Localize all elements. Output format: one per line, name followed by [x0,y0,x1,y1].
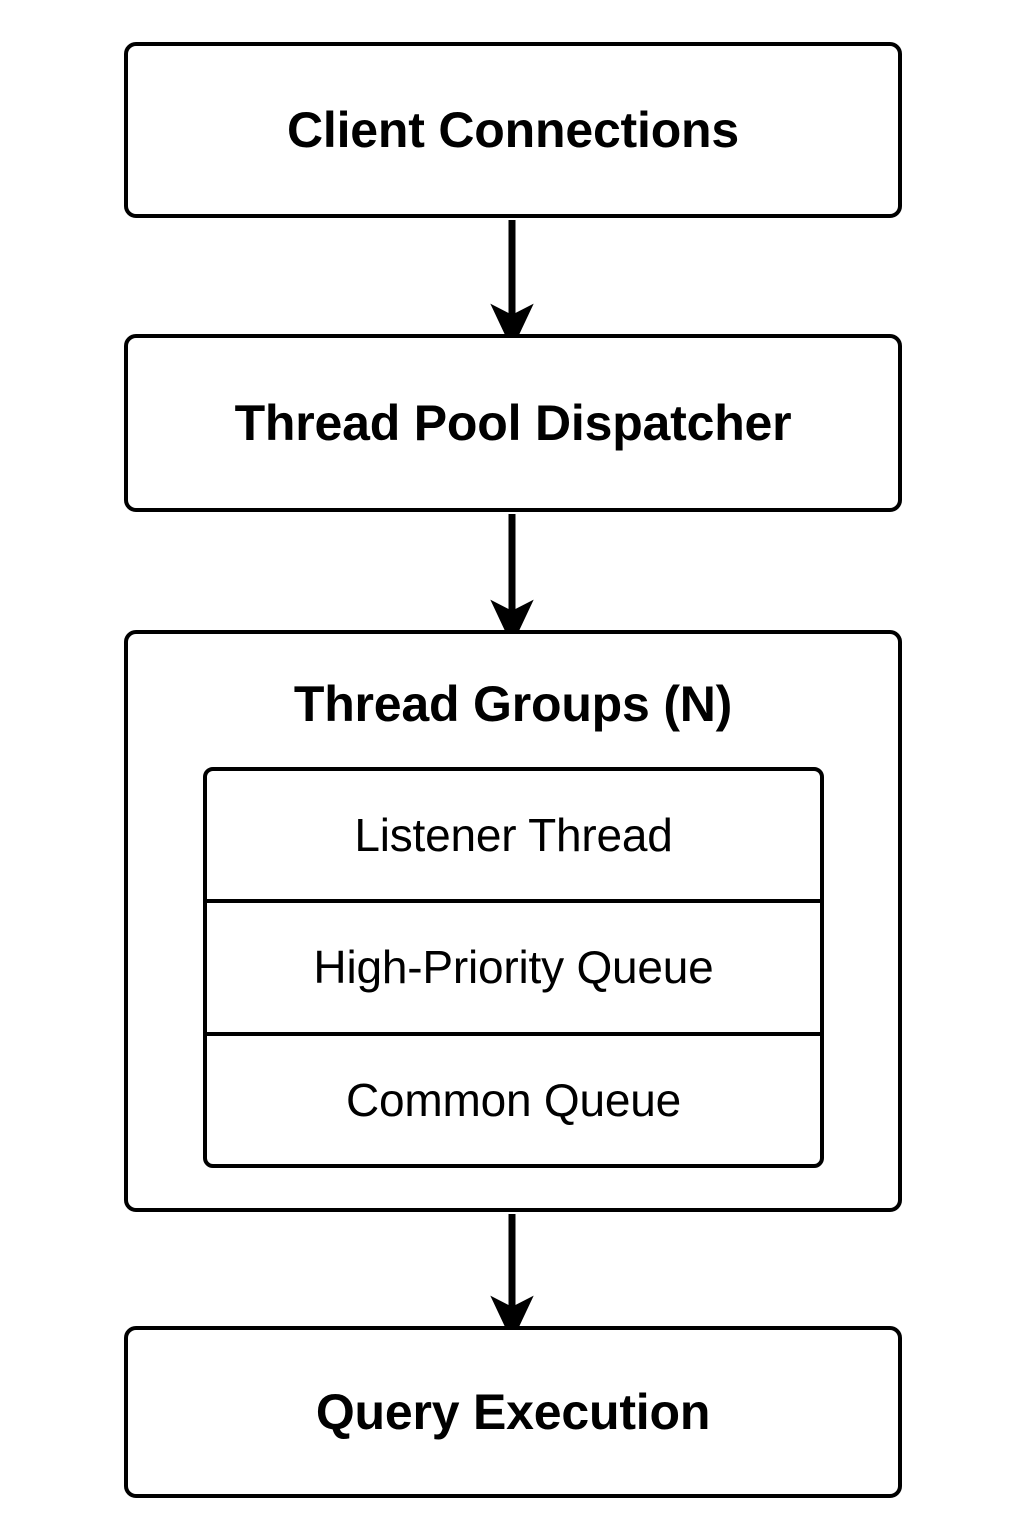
node-client-connections-label: Client Connections [287,101,739,158]
node-thread-groups[interactable]: Thread Groups (N) Listener Thread High-P… [124,630,902,1212]
node-listener-thread-label: Listener Thread [354,809,673,862]
node-query-execution-label: Query Execution [315,1383,711,1440]
thread-group-components: Listener Thread High-Priority Queue Comm… [203,767,824,1168]
node-high-priority-queue-label: High-Priority Queue [313,941,714,994]
node-high-priority-queue[interactable]: High-Priority Queue [207,903,820,1036]
node-thread-pool-dispatcher[interactable]: Thread Pool Dispatcher [124,334,902,512]
node-listener-thread[interactable]: Listener Thread [207,771,820,904]
node-thread-groups-label: Thread Groups (N) [293,676,733,732]
node-common-queue[interactable]: Common Queue [207,1036,820,1164]
node-thread-pool-dispatcher-label: Thread Pool Dispatcher [234,394,792,451]
node-common-queue-label: Common Queue [345,1073,682,1126]
node-query-execution[interactable]: Query Execution [124,1326,902,1498]
node-client-connections[interactable]: Client Connections [124,42,902,218]
